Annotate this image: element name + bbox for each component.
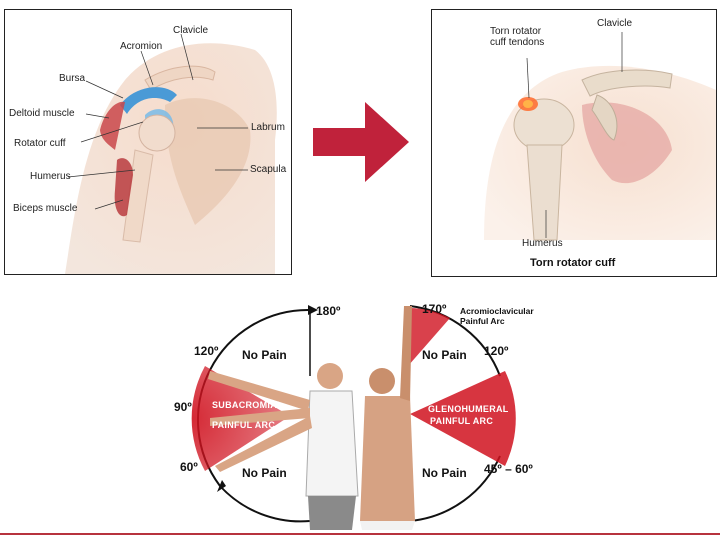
torn-rotator-cuff-caption: Torn rotator cuff	[530, 257, 616, 269]
painful-arc-illustration	[191, 305, 516, 530]
shoulder-anatomy-illustration	[65, 33, 277, 274]
label-torn-rotator-cuff-tendons: Torn rotator cuff tendons	[490, 26, 545, 48]
degree-60: 60º	[180, 460, 198, 474]
label-humerus-left: Humerus	[30, 171, 71, 182]
label-bursa: Bursa	[59, 73, 86, 84]
acromioclavicular-label-line1: Acromioclavicular	[460, 306, 534, 316]
glenohumeral-label-1: GLENOHUMERAL	[428, 404, 509, 414]
no-pain-right-bottom: No Pain	[422, 466, 467, 480]
glenohumeral-label-2: PAINFUL ARC	[430, 416, 494, 426]
degree-120-right: 120º	[484, 344, 509, 358]
subacromial-label-1: SUBACROMIAL	[212, 400, 283, 410]
label-labrum: Labrum	[251, 122, 285, 133]
painful-arc-diagram: 180º 120º 90º 60º 170º 120º 45º – 60º No…	[160, 296, 560, 530]
label-biceps-muscle: Biceps muscle	[13, 203, 78, 214]
label-clavicle-right: Clavicle	[597, 18, 633, 29]
subacromial-label-2: PAINFUL ARC	[212, 420, 276, 430]
shoulder-anatomy-panel: Clavicle Acromion Bursa Deltoid muscle R…	[4, 9, 292, 275]
label-rotator-cuff: Rotator cuff	[14, 138, 66, 149]
right-arrow-icon	[313, 102, 409, 182]
footer-rule	[0, 533, 720, 535]
torn-cuff-illustration	[484, 32, 716, 241]
acromioclavicular-label-line2: Painful Arc	[460, 316, 505, 326]
torn-rotator-cuff-panel: Torn rotator cuff tendons Clavicle Humer…	[431, 9, 717, 277]
label-clavicle-left: Clavicle	[173, 25, 209, 36]
degree-170: 170º	[422, 302, 447, 316]
degree-120-left: 120º	[194, 344, 219, 358]
no-pain-right-top: No Pain	[422, 348, 467, 362]
no-pain-left-bottom: No Pain	[242, 466, 287, 480]
label-scapula: Scapula	[250, 164, 287, 175]
degree-90: 90º	[174, 400, 192, 414]
label-deltoid-muscle: Deltoid muscle	[9, 108, 75, 119]
degree-45-60: 45º – 60º	[484, 462, 533, 476]
label-acromion: Acromion	[120, 41, 163, 52]
degree-180: 180º	[316, 304, 341, 318]
no-pain-left-top: No Pain	[242, 348, 287, 362]
label-humerus-right: Humerus	[522, 238, 563, 249]
acromioclavicular-label: Acromioclavicular Painful Arc	[460, 306, 534, 326]
